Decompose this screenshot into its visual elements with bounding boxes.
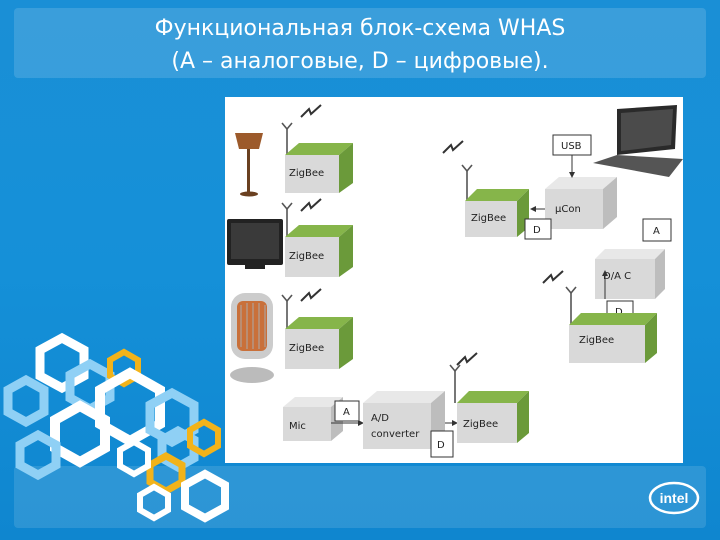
wireless-signal-icon (542, 270, 564, 284)
zigbee-module-2: ZigBee (285, 225, 353, 277)
laptop-icon (593, 105, 683, 177)
microcontroller-box: µCon (545, 177, 617, 229)
hexagon-decoration (3, 332, 229, 523)
adc-label-line-2: converter (371, 429, 420, 440)
antenna-icon (281, 202, 293, 237)
dac-label: D/A C (603, 271, 631, 282)
zigbee-module-bottom: ZigBee (457, 391, 529, 443)
zigbee-module-right: ZigBee (569, 313, 657, 363)
wireless-signal-icon (300, 198, 322, 212)
d-label: D (533, 225, 541, 236)
floor-lamp-icon (235, 133, 263, 197)
svg-text:intel: intel (660, 490, 689, 506)
zigbee-label: ZigBee (463, 419, 498, 430)
wireless-signal-icon (456, 352, 478, 366)
footer-bar (14, 466, 706, 528)
d-label-box (430, 430, 454, 458)
zigbee-module-center: ZigBee (465, 189, 529, 237)
zigbee-label: ZigBee (579, 335, 614, 346)
title-line-1: Функциональная блок-схема WHAS (154, 16, 566, 41)
wireless-signal-icon (300, 104, 322, 118)
dac-box: D/A C (595, 249, 665, 299)
a-label: A (653, 226, 660, 237)
wireless-signal-icon (442, 140, 464, 154)
mic-box: Mic (283, 397, 343, 441)
tv-icon (227, 219, 283, 269)
slide-title: Функциональная блок-схема WHAS (A – анал… (14, 12, 706, 78)
d-label-box (524, 218, 552, 240)
antenna-icon (565, 286, 577, 325)
diagram-canvas: ZigBee ZigBee (227, 104, 683, 458)
title-bar (14, 8, 706, 78)
zigbee-label: ZigBee (471, 213, 506, 224)
a-label-box (642, 218, 672, 242)
usb-label: USB (561, 141, 582, 152)
heater-icon (230, 293, 274, 383)
antenna-icon (281, 122, 293, 155)
a-label-box (334, 400, 360, 422)
antenna-icon (449, 364, 461, 403)
zigbee-module-1: ZigBee (285, 143, 353, 193)
title-line-2: (A – аналоговые, D – цифровые). (171, 49, 549, 74)
zigbee-label: ZigBee (289, 251, 324, 262)
d-label: D (615, 307, 623, 318)
wireless-signal-icon (300, 288, 322, 302)
mic-label: Mic (289, 421, 306, 432)
adc-label-line-1: A/D (371, 413, 389, 424)
antenna-icon (461, 164, 473, 201)
zigbee-module-3: ZigBee (285, 317, 353, 369)
a-label: A (343, 407, 350, 418)
d-label: D (437, 440, 445, 451)
antenna-icon (281, 294, 293, 329)
zigbee-label: ZigBee (289, 343, 324, 354)
whas-diagram: ZigBee ZigBee (225, 97, 683, 463)
zigbee-label: ZigBee (289, 168, 324, 179)
ucon-label: µCon (555, 204, 581, 215)
intel-logo: intel (648, 481, 700, 515)
